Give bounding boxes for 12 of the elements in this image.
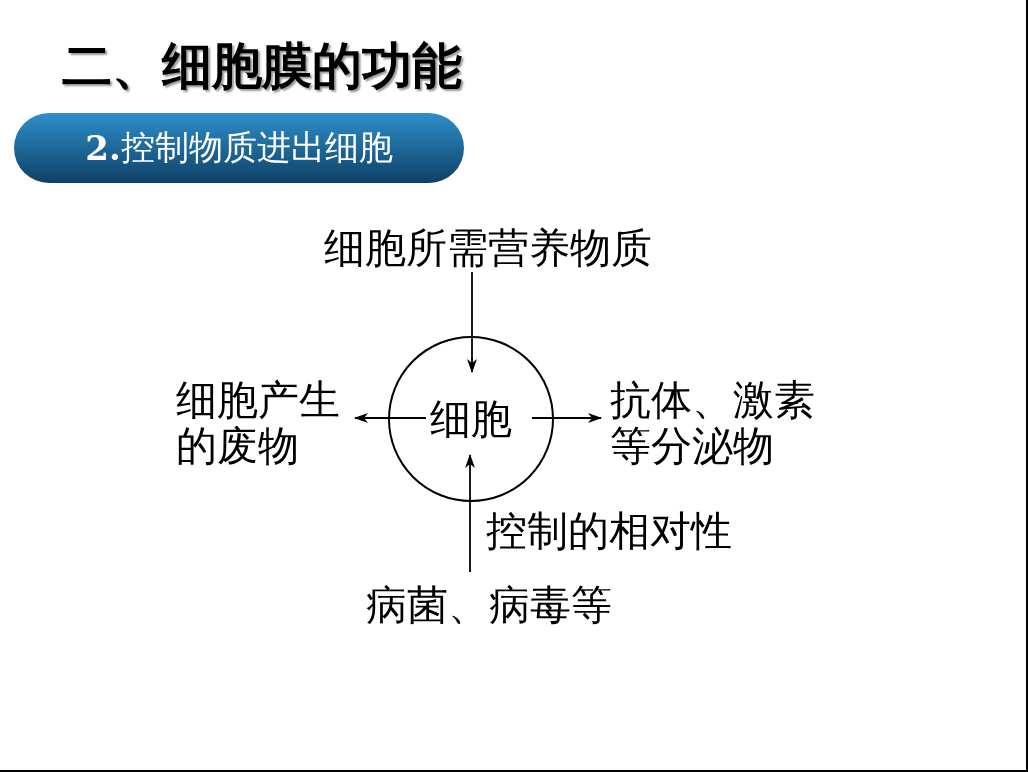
node-text: 细胞所需营养物质: [324, 225, 652, 271]
node-text: 病菌、病毒等: [366, 582, 612, 628]
section-banner: 2.控制物质进出细胞: [14, 113, 464, 183]
cell-circle: 细胞: [388, 336, 554, 502]
arrow: [531, 413, 602, 423]
node-text: 抗体、激素等分泌物: [610, 377, 826, 469]
arrow: [354, 413, 427, 423]
node-text: 细胞产生的废物: [176, 377, 348, 469]
edge-label: 控制的相对性: [486, 507, 732, 554]
arrow: [467, 271, 477, 373]
page-title: 二、细胞膜的功能: [62, 37, 462, 95]
arrow: [465, 454, 475, 573]
